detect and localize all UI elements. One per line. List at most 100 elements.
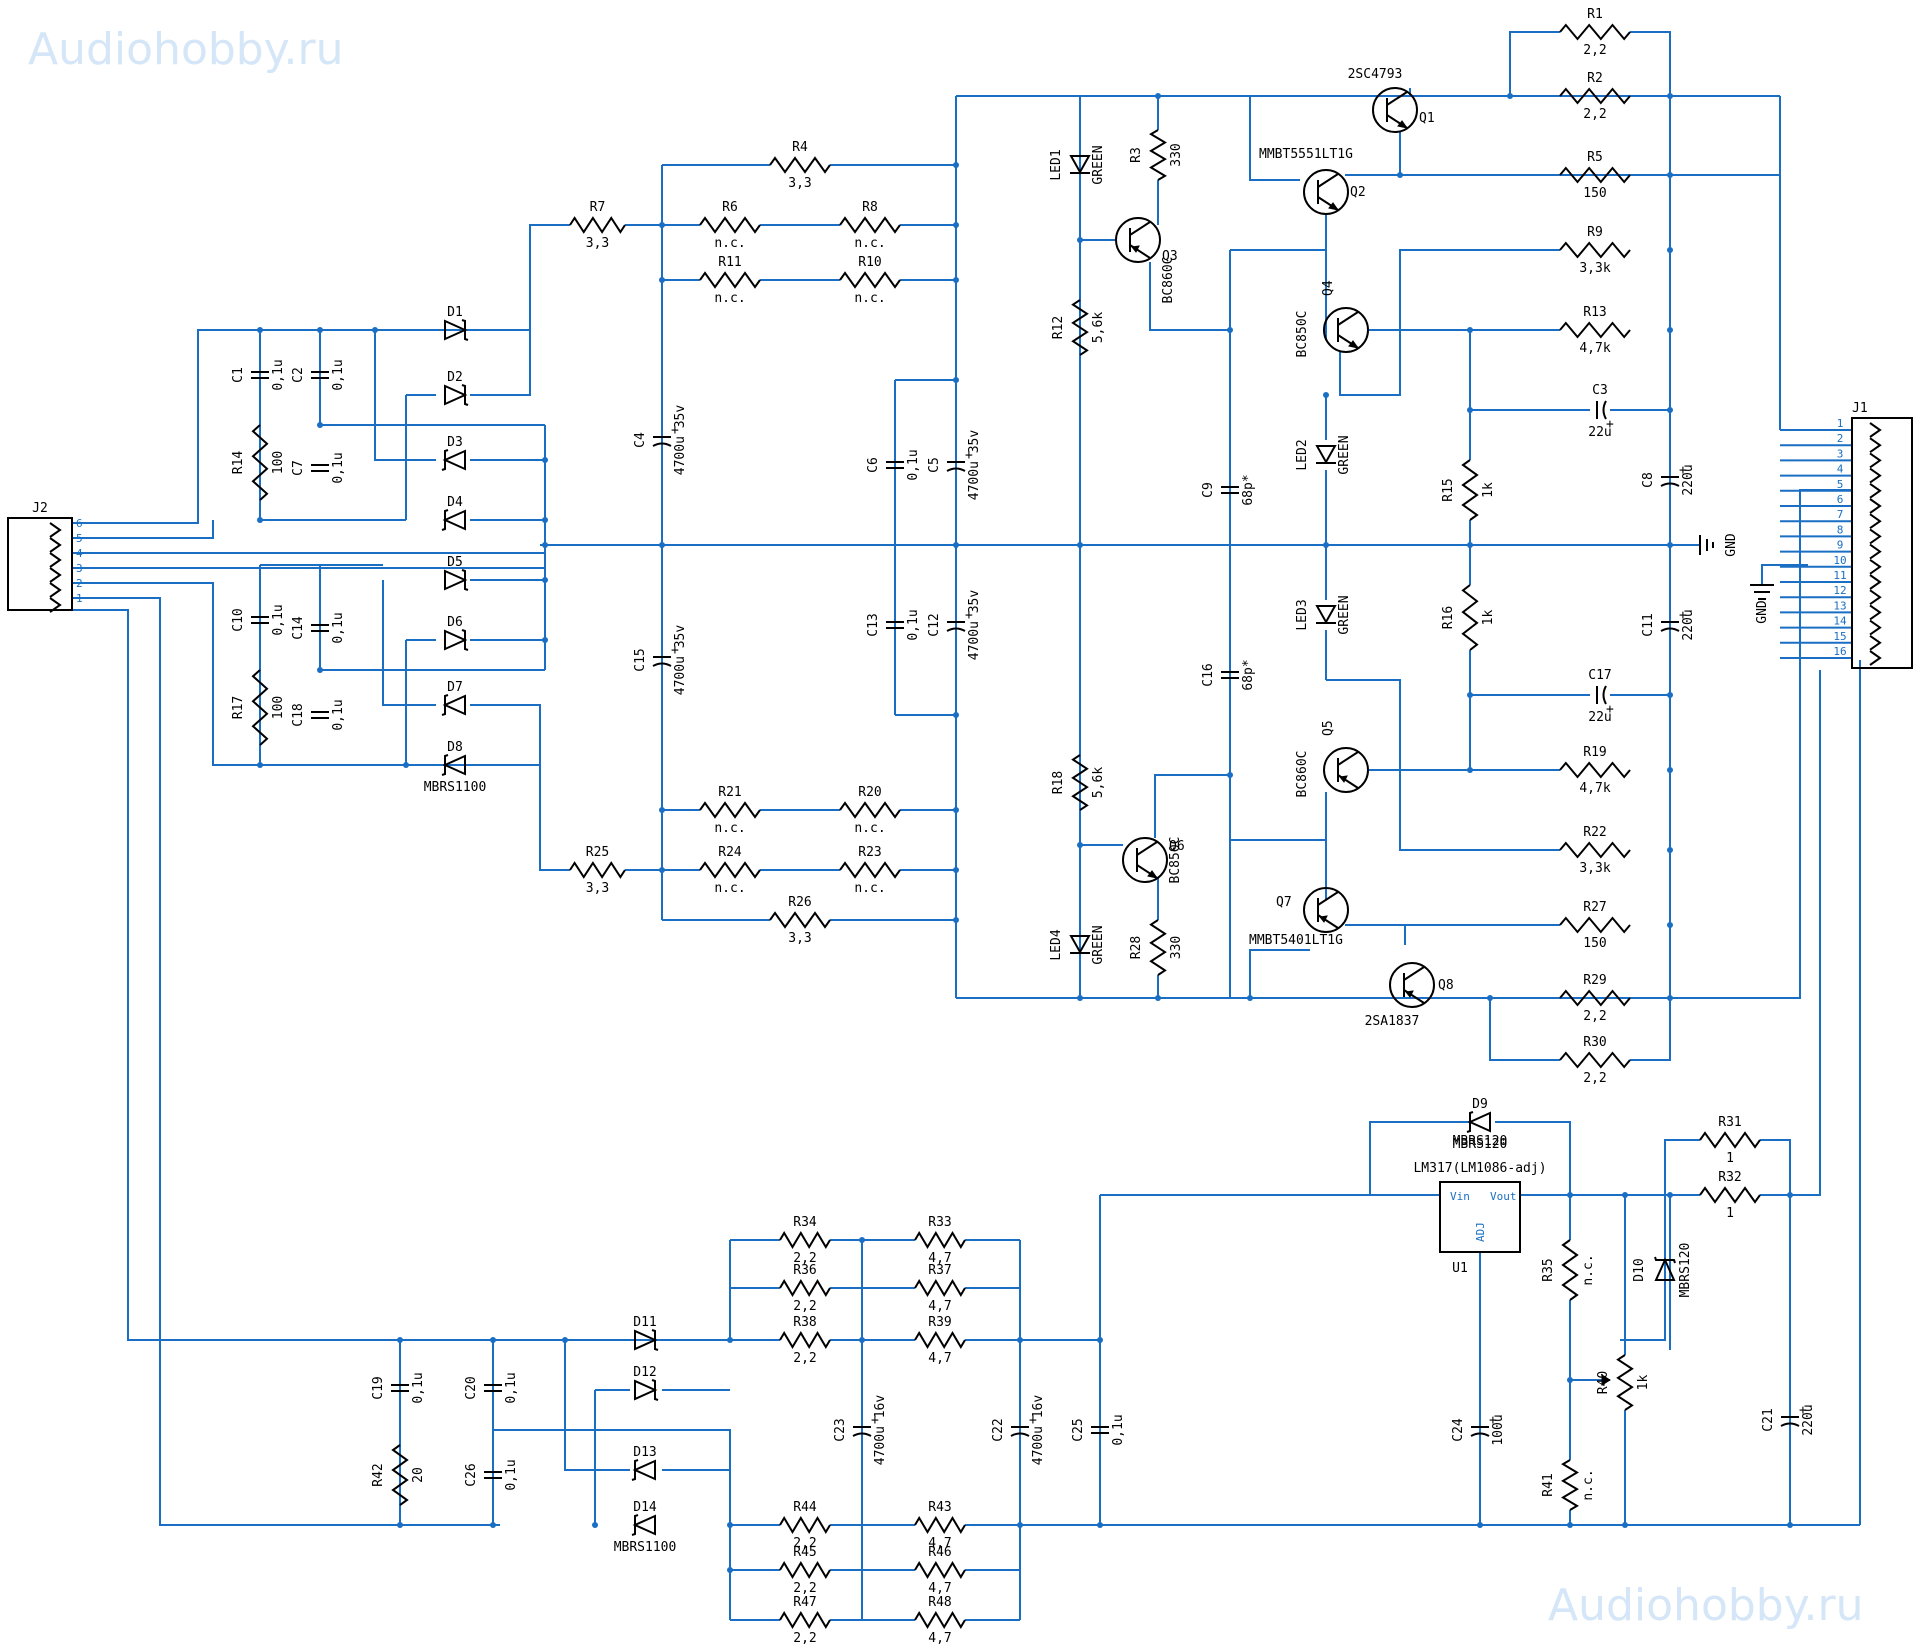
capacitor-plate xyxy=(1660,627,1680,632)
resistor-ref: R10 xyxy=(858,255,881,270)
capacitor-value: 0,1u xyxy=(906,609,921,640)
wire xyxy=(1495,1121,1571,1195)
diode-value: MBRS120 xyxy=(1453,1137,1508,1152)
resistor-r25 xyxy=(569,861,626,879)
capacitor-ref: C8 xyxy=(1641,472,1656,488)
junction-dot xyxy=(1787,1192,1793,1198)
resistor-ref: R26 xyxy=(788,895,811,910)
resistor-value: 4,7k xyxy=(1579,781,1610,796)
resistor-ref: R46 xyxy=(928,1545,951,1560)
junction-dot xyxy=(1247,995,1253,1001)
capacitor-plate xyxy=(1602,400,1607,420)
junction-dot xyxy=(397,1337,403,1343)
junction-dot xyxy=(1077,237,1083,243)
connector-pin xyxy=(49,522,62,538)
pin-number: 1 xyxy=(1837,417,1844,430)
wire xyxy=(470,224,570,396)
transistor-lead xyxy=(1317,173,1339,188)
transistor-value: BC850C xyxy=(1295,311,1310,358)
junction-dot xyxy=(257,327,263,333)
resistor-r44 xyxy=(779,1516,831,1534)
resistor-ref: R33 xyxy=(928,1215,951,1230)
wire xyxy=(72,582,530,766)
diode-d7 xyxy=(442,694,466,716)
resistor-r30 xyxy=(1559,1051,1631,1069)
led-ref: LED2 xyxy=(1295,439,1310,470)
resistor-value: 2,2 xyxy=(793,1251,816,1266)
gnd-label: GND xyxy=(1724,533,1739,557)
resistor-value: 2,2 xyxy=(1583,43,1606,58)
junction-dot xyxy=(1567,1377,1573,1383)
capacitor-value: 0,1u xyxy=(1111,1414,1126,1445)
resistor-value: 2,2 xyxy=(793,1299,816,1314)
transistor-arrow xyxy=(1348,340,1360,349)
junction-dot xyxy=(1667,93,1673,99)
wire xyxy=(564,1340,630,1471)
pin-number: 6 xyxy=(76,517,83,530)
resistor-r3 xyxy=(1149,129,1167,181)
transistor-ref: Q2 xyxy=(1350,185,1366,200)
junction-dot xyxy=(1077,842,1083,848)
resistor-value: 20 xyxy=(411,1467,426,1483)
capacitor-ref: C1 xyxy=(231,367,246,383)
transistor-arrow xyxy=(1339,775,1348,783)
resistor-r39 xyxy=(914,1331,966,1349)
pin-number: 9 xyxy=(1837,539,1844,552)
resistor-value: 150 xyxy=(1583,936,1606,951)
resistor-value: n.c. xyxy=(714,821,745,836)
capacitor-value: 0,1u xyxy=(504,1372,519,1403)
wire xyxy=(1249,949,1310,998)
diode-ref: D7 xyxy=(447,680,463,695)
capacitor-ref: C13 xyxy=(866,613,881,636)
resistor-value: 2,2 xyxy=(793,1351,816,1366)
connector-pin xyxy=(1869,650,1882,666)
wire xyxy=(319,330,545,426)
connector-ref: J2 xyxy=(32,501,48,516)
junction-dot xyxy=(859,1337,865,1343)
capacitor-ref: C25 xyxy=(1071,1418,1086,1441)
resistor-ref: R5 xyxy=(1587,150,1603,165)
diode-d10 xyxy=(1654,1257,1676,1281)
diode-bar xyxy=(461,319,469,341)
junction-dot xyxy=(659,807,665,813)
connector-pin xyxy=(49,597,62,613)
led-led3 xyxy=(1315,605,1337,625)
resistor-value: n.c. xyxy=(714,236,745,251)
wire xyxy=(1509,31,1560,96)
diode-value: MBRS120 xyxy=(1678,1243,1693,1298)
resistor-r5 xyxy=(1559,166,1631,184)
wire xyxy=(1369,1121,1470,1195)
resistor-r10 xyxy=(839,271,901,289)
capacitor-value: 0,1u xyxy=(331,359,346,390)
junction-dot xyxy=(659,867,665,873)
capacitor-value: 22u xyxy=(1588,425,1611,440)
resistor-r34 xyxy=(779,1231,831,1249)
resistor-ref: R31 xyxy=(1718,1115,1741,1130)
capacitor-value: 0,1u xyxy=(504,1459,519,1490)
resistor-ref: R39 xyxy=(928,1315,951,1330)
junction-dot xyxy=(1323,542,1329,548)
capacitor-value: 220u xyxy=(1681,609,1696,640)
junction-dot xyxy=(953,542,959,548)
resistor-value: 2,2 xyxy=(1583,107,1606,122)
capacitor-value: 4700u 16v xyxy=(1031,1395,1046,1466)
resistor-ref: R7 xyxy=(590,200,606,215)
capacitor-value: 4700u 35v xyxy=(673,625,688,696)
diode-bar xyxy=(461,384,469,406)
resistor-ref: R14 xyxy=(231,451,246,475)
junction-dot xyxy=(1667,407,1673,413)
connector-pin xyxy=(49,567,62,583)
resistor-ref: R3 xyxy=(1129,147,1144,163)
connector-pin xyxy=(1869,543,1882,560)
junction-dot xyxy=(1787,1522,1793,1528)
diode-ref: D5 xyxy=(447,555,463,570)
diode-ref: D6 xyxy=(447,615,463,630)
capacitor-value: 0,1u xyxy=(271,359,286,390)
polarity-mark: + xyxy=(671,643,679,658)
resistor-r14 xyxy=(251,424,269,501)
capacitor-value: 220u xyxy=(1801,1404,1816,1435)
junction-dot xyxy=(659,222,665,228)
resistor-r4 xyxy=(769,156,831,174)
resistor-r23 xyxy=(839,861,901,879)
junction-dot xyxy=(1667,327,1673,333)
